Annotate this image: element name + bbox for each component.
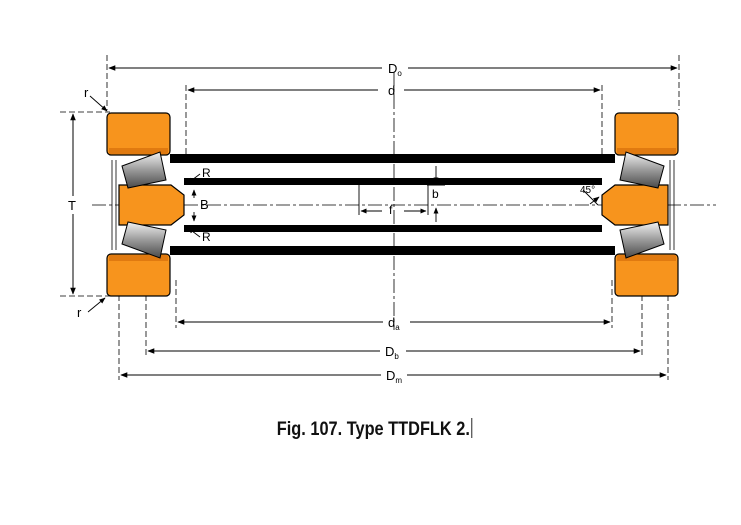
label-angle: 45° [580, 185, 595, 196]
top-right-housing-washer [614, 112, 679, 156]
bottom-left-housing-washer [106, 253, 171, 297]
label-b-width: B [200, 197, 209, 212]
figure-caption: Fig. 107. Type TTDFLK 2. [56, 418, 693, 441]
label-r-top: r [84, 85, 89, 100]
svg-text:Do: Do [388, 61, 402, 78]
label-f: f [389, 203, 393, 217]
roller-top-left [121, 151, 167, 189]
label-d: d [388, 83, 395, 98]
bottom-right-housing-washer [614, 253, 679, 297]
section-bars [170, 154, 615, 255]
extension-lines [60, 55, 680, 380]
label-b-small: b [432, 187, 439, 201]
label-db: D [385, 344, 394, 359]
label-r-bottom: r [77, 305, 82, 320]
label-r-upper: R [202, 166, 211, 180]
tapered-rollers [121, 151, 665, 259]
label-t: T [68, 198, 76, 213]
left-center-shaft-washer [118, 184, 185, 226]
roller-top-right [619, 151, 665, 189]
raceway-shading [109, 148, 676, 261]
right-center-shaft-washer [601, 184, 669, 226]
caption-text: Fig. 107. Type TTDFLK 2. [276, 419, 470, 440]
label-dm: D [386, 368, 395, 383]
dimension-labels: Do d r r T B R R b f 45° da Db Dm [68, 61, 595, 385]
b-f-detail [358, 166, 445, 222]
svg-text:Db: Db [385, 344, 399, 361]
svg-text:da: da [388, 315, 400, 332]
label-da: d [388, 315, 395, 330]
text-cursor [471, 418, 473, 438]
dimension-lines [70, 65, 678, 378]
label-r-lower: R [202, 230, 211, 244]
top-left-housing-washer [106, 112, 171, 156]
leaders [87, 95, 600, 313]
spacer-lines [111, 160, 675, 250]
label-do: D [388, 61, 397, 76]
roller-bottom-right [619, 221, 665, 259]
bearing-rings [106, 112, 679, 297]
roller-bottom-left [121, 221, 167, 259]
svg-text:Dm: Dm [386, 368, 402, 385]
